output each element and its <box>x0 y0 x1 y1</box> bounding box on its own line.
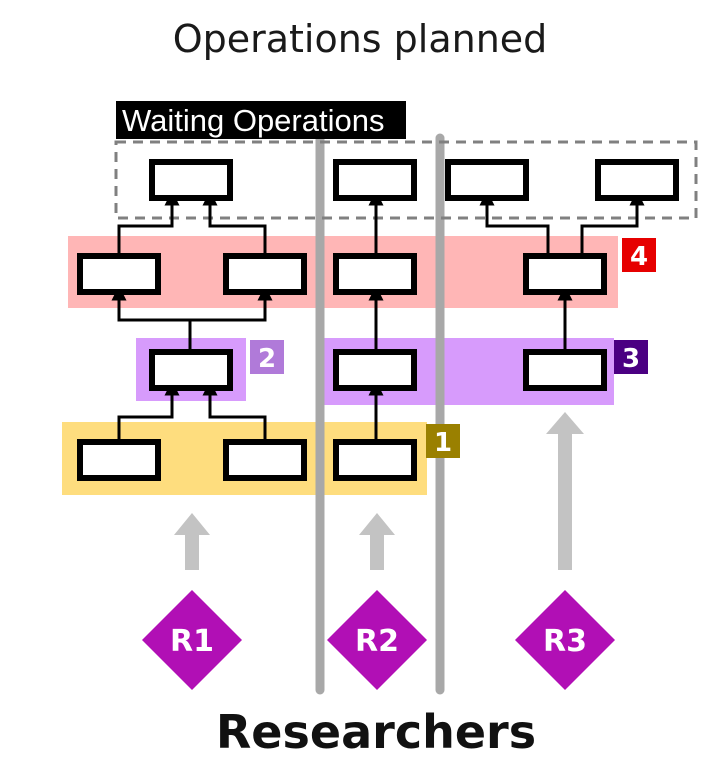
edge-s4d-waiting-b <box>580 190 645 255</box>
operation-box-stage4-4 <box>523 253 607 295</box>
stage-badge-4: 4 <box>622 238 656 272</box>
stage-badge-3-label: 3 <box>622 344 640 374</box>
stage-badge-2-bg <box>250 340 284 374</box>
operation-box-stage4-3 <box>333 253 417 295</box>
researcher-r2: R2 <box>327 590 427 690</box>
operation-box-stage2-1 <box>149 349 233 391</box>
edge-s4d-waiting-a <box>479 190 550 255</box>
researcher-arrows <box>174 412 584 570</box>
edge-s4b-waiting-left <box>202 190 267 255</box>
researcher-label-r3: R3 <box>543 624 587 659</box>
stage-badge-3-bg <box>614 340 648 374</box>
researcher-diamond-r2 <box>327 590 427 690</box>
waiting-operations-label: Waiting Operations <box>122 103 384 138</box>
stage-badge-4-bg <box>622 238 656 272</box>
researcher-label-r1: R1 <box>170 624 214 659</box>
operation-box-stage1-3 <box>333 439 417 481</box>
researchers-heading: Researchers <box>216 705 536 759</box>
stage-badge-2-label: 2 <box>258 344 276 374</box>
stage-badge-1-label: 1 <box>434 428 452 458</box>
up-arrow-icon <box>359 513 395 570</box>
operation-box-waiting-1 <box>149 159 233 201</box>
researcher-diamond-r1 <box>142 590 242 690</box>
stage-badge-4-label: 4 <box>630 242 648 272</box>
edge-s1b-s2 <box>202 380 267 442</box>
researcher-r3: R3 <box>515 590 615 690</box>
operation-box-stage4-2 <box>223 253 307 295</box>
up-arrow-icon <box>174 513 210 570</box>
operation-box-stage3-1 <box>333 349 417 391</box>
operation-box-waiting-3 <box>445 159 529 201</box>
operation-box-waiting-4 <box>595 159 679 201</box>
researcher-diamond-r3 <box>515 590 615 690</box>
operation-box-waiting-2 <box>333 159 417 201</box>
operation-box-stage1-2 <box>223 439 307 481</box>
operation-boxes <box>77 159 679 481</box>
researcher-r1: R1 <box>142 590 242 690</box>
waiting-operations-region <box>114 140 698 220</box>
edge-s4a-waiting-left <box>117 190 180 255</box>
stage-badge-1: 1 <box>426 424 460 458</box>
operation-box-stage1-1 <box>77 439 161 481</box>
diagram-title: Operations planned <box>173 17 548 61</box>
researcher-label-r2: R2 <box>355 624 399 659</box>
edge-s2-s4b <box>188 285 273 352</box>
up-arrow-icon <box>546 412 584 570</box>
operation-box-stage4-1 <box>77 253 161 295</box>
dependency-edges <box>111 190 645 442</box>
stage-badge-2: 2 <box>250 340 284 374</box>
operation-box-stage3-2 <box>523 349 607 391</box>
stage-badge-3: 3 <box>614 340 648 374</box>
stage-badge-1-bg <box>426 424 460 458</box>
edge-s1a-s2 <box>117 380 180 442</box>
waiting-operations-label-bg <box>116 101 406 139</box>
